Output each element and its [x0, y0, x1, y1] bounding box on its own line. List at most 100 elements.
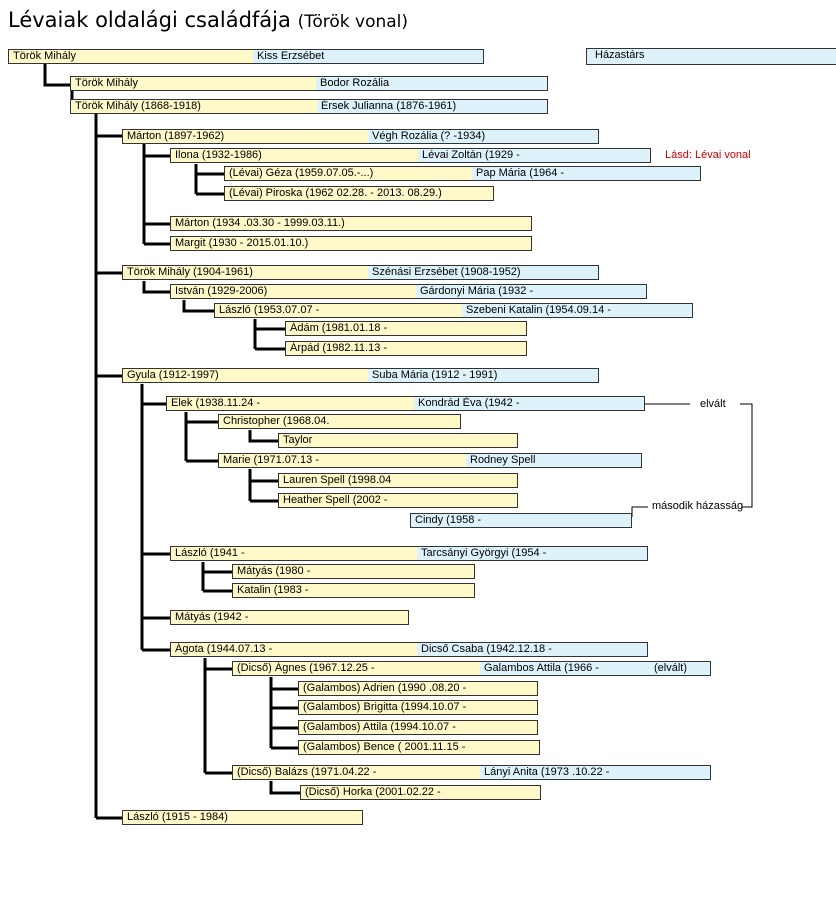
connector-line [201, 562, 234, 593]
divorce-bracket [645, 403, 753, 508]
connector-line [248, 430, 280, 443]
person-name: Árpád (1982.11.13 - [286, 342, 526, 355]
person-box-christopher[interactable]: Christopher (1968.04. [218, 414, 461, 429]
person-name: Márton (1934 .03.30 - 1999.03.11.) [171, 217, 531, 230]
person-box-bence[interactable]: (Galambos) Bence ( 2001.11.15 - [298, 740, 540, 755]
person-name: Ádám (1981.01.18 - [286, 322, 526, 335]
person-box-brigitta[interactable]: (Galambos) Brigitta (1994.10.07 - [298, 700, 538, 715]
person-name: Ilona (1932-1986) [171, 149, 418, 162]
spouse-name: Kiss Erzsébet [253, 50, 483, 63]
person-box-adam[interactable]: Ádám (1981.01.18 - [285, 321, 527, 336]
spouse-name: Lányi Anita (1973 .10.22 - [480, 766, 710, 779]
legend-spouse-label: Házastárs [595, 49, 645, 61]
spouse-name: Suba Mária (1912 - 1991) [368, 369, 598, 382]
person-name: Gyula (1912-1997) [123, 369, 368, 382]
person-box-laszlo1941[interactable]: László (1941 - Tarcsányi Györgyi (1954 - [170, 546, 648, 561]
connector-line [142, 144, 172, 246]
person-box-marton2[interactable]: Márton (1934 .03.30 - 1999.03.11.) [170, 216, 532, 231]
person-name: Mátyás (1980 - [233, 565, 474, 578]
person-box-heather[interactable]: Heather Spell (2002 - [278, 493, 518, 508]
person-box-gyula[interactable]: Gyula (1912-1997) Suba Mária (1912 - 199… [122, 368, 599, 383]
person-name: (Galambos) Brigitta (1994.10.07 - [299, 701, 537, 714]
connector-line [43, 64, 72, 87]
person-box-piroska[interactable]: (Lévai) Piroska (1962 02.28. - 2013. 08.… [224, 186, 494, 201]
person-box-matyas1980[interactable]: Mátyás (1980 - [232, 564, 475, 579]
person-box-taylor[interactable]: Taylor [278, 433, 518, 448]
spouse-name: Kondrád Éva (1942 - [414, 397, 644, 410]
title-sub: (Török vonal) [297, 12, 409, 32]
person-box-attila[interactable]: (Galambos) Attila (1994.10.07 - [298, 720, 538, 735]
note-see-levai[interactable]: Lásd: Lévai vonal [665, 149, 751, 161]
person-box-p3[interactable]: Török Mihály (1868-1918) Érsek Julianna … [70, 99, 548, 114]
person-box-laszlo1915[interactable]: László (1915 - 1984) [122, 810, 363, 825]
connector-line [194, 164, 226, 196]
person-name: (Lévai) Piroska (1962 02.28. - 2013. 08.… [225, 187, 493, 200]
person-box-p1[interactable]: Török Mihály Kiss Erzsébet [8, 49, 484, 64]
connector-line [184, 412, 220, 463]
person-name: Márton (1897-1962) [123, 130, 368, 143]
connector-line [253, 319, 287, 351]
person-box-balazs[interactable]: (Dicső) Balázs (1971.04.22 - Lányi Anita… [232, 765, 711, 780]
person-box-marton1[interactable]: Márton (1897-1962) Végh Rozália (? -1934… [122, 129, 599, 144]
person-name: (Galambos) Bence ( 2001.11.15 - [299, 741, 539, 754]
person-box-p2[interactable]: Török Mihály Bodor Rozália [70, 76, 548, 91]
person-box-mihaly4[interactable]: Török Mihály (1904-1961) Szénási Erzsébe… [122, 265, 599, 280]
spouse-name: Végh Rozália (? -1934) [368, 130, 598, 143]
second-marriage-line [631, 506, 648, 517]
person-name: Mátyás (1942 - [171, 611, 408, 624]
person-name: Margit (1930 - 2015.01.10.) [171, 237, 531, 250]
person-name: Christopher (1968.04. [219, 415, 460, 428]
person-name: Elek (1938.11.24 - [167, 397, 414, 410]
connector-line [140, 384, 172, 652]
connector-line [96, 134, 124, 820]
note-second-marriage: második házasság [652, 500, 744, 512]
person-box-ilona[interactable]: Ilona (1932-1986) Lévai Zoltán (1929 - [170, 148, 651, 163]
person-box-adrien[interactable]: (Galambos) Adrien (1990 .08.20 - [298, 681, 538, 696]
person-box-matyas1942[interactable]: Mátyás (1942 - [170, 610, 409, 625]
page-title: Lévaiak oldalági családfája (Török vonal… [8, 8, 408, 32]
person-box-agnes[interactable]: (Dicső) Ágnes (1967.12.25 - Galambos Att… [232, 661, 711, 676]
note-divorced-paren: (elvált) [654, 662, 688, 674]
person-box-istvan[interactable]: István (1929-2006) Gárdonyi Mária (1932 … [170, 284, 647, 299]
person-box-margit[interactable]: Margit (1930 - 2015.01.10.) [170, 236, 532, 251]
spouse-name: Cindy (1958 - [411, 514, 631, 527]
person-box-lauren[interactable]: Lauren Spell (1998.04 [278, 473, 518, 488]
person-name: (Galambos) Adrien (1990 .08.20 - [299, 682, 537, 695]
person-name: (Dicső) Ágnes (1967.12.25 - [233, 662, 480, 675]
person-name: László (1941 - [171, 547, 417, 560]
spouse-name: Bodor Rozália [316, 77, 547, 90]
person-name: (Dicső) Horka (2001.02.22 - [301, 786, 540, 799]
spouse-name: Rodney Spell [466, 454, 641, 467]
connector-line [203, 658, 234, 775]
spouse-name: Gárdonyi Mária (1932 - [416, 285, 646, 298]
person-name: László (1953.07.07 - [215, 304, 462, 317]
person-name: (Galambos) Attila (1994.10.07 - [299, 721, 537, 734]
connector-line [269, 677, 300, 750]
person-box-agota[interactable]: Ágota (1944.07.13 - Dicső Csaba (1942.12… [170, 642, 648, 657]
spouse-name: Szénási Erzsébet (1908-1952) [368, 266, 598, 279]
person-name: (Lévai) Géza (1959.07.05.-...) [225, 167, 472, 180]
person-name: Lauren Spell (1998.04 [279, 474, 517, 487]
connector-line [142, 281, 172, 294]
spouse-name: Galambos Attila (1966 - [480, 662, 710, 675]
spouse-name: Dicső Csaba (1942.12.18 - [417, 643, 647, 656]
person-name: Ágota (1944.07.13 - [171, 643, 417, 656]
person-name: Katalin (1983 - [233, 584, 474, 597]
spouse-name: Érsek Julianna (1876-1961) [317, 100, 547, 113]
person-box-elek[interactable]: Elek (1938.11.24 - Kondrád Éva (1942 - [166, 396, 645, 411]
legend-spouse: Házastárs [586, 48, 836, 65]
person-name: Török Mihály (1904-1961) [123, 266, 368, 279]
title-main: Lévaiak oldalági családfája [8, 8, 291, 32]
person-box-geza[interactable]: (Lévai) Géza (1959.07.05.-...) Pap Mária… [224, 166, 701, 181]
connector-line [269, 781, 302, 795]
person-box-cindy[interactable]: Cindy (1958 - [410, 513, 632, 528]
person-box-marie[interactable]: Marie (1971.07.13 - Rodney Spell [218, 453, 642, 468]
person-box-arpad[interactable]: Árpád (1982.11.13 - [285, 341, 527, 356]
person-name: Taylor [279, 434, 517, 447]
note-divorced: elvált [700, 398, 726, 410]
person-box-katalin[interactable]: Katalin (1983 - [232, 583, 475, 598]
person-box-laszlo2[interactable]: László (1953.07.07 - Szebeni Katalin (19… [214, 303, 693, 318]
person-name: László (1915 - 1984) [123, 811, 362, 824]
person-box-horka[interactable]: (Dicső) Horka (2001.02.22 - [300, 785, 541, 800]
